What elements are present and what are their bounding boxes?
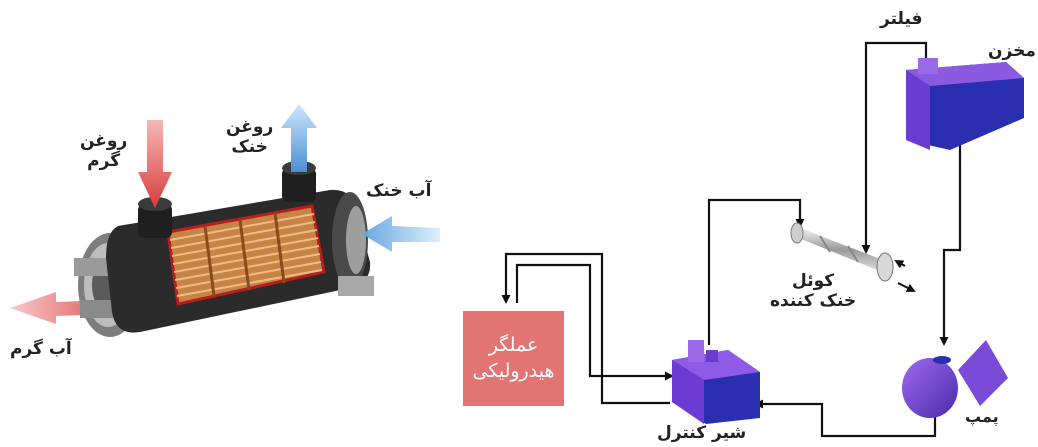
pipe-valve-to-actuator-a xyxy=(501,252,670,405)
cool-oil-nozzle xyxy=(282,168,316,202)
hot-water-arrow xyxy=(10,292,112,324)
pipe-tank-to-pump xyxy=(939,138,962,346)
cooling-coil-label-line2: خنک کننده xyxy=(770,290,857,311)
cool-water-label: آب خنک xyxy=(366,181,432,201)
cooling-coil xyxy=(790,222,894,282)
heat-exchanger-illustration xyxy=(10,104,440,337)
filter-label: فیلتر xyxy=(880,9,923,29)
control-valve-label: شیر کنترل xyxy=(657,423,747,443)
hot-oil-nozzle xyxy=(138,204,172,238)
cool-oil-label-line1: روغن xyxy=(226,117,274,137)
actuator-label-line2: هیدرولیکی xyxy=(472,359,555,382)
pipe-pump-to-valve xyxy=(754,399,937,438)
actuator-label-line1: عملگر xyxy=(488,333,539,356)
hot-oil-label: روغن گرم xyxy=(80,131,128,171)
cool-oil-label-line2: خنک xyxy=(231,136,268,157)
cool-oil-label: روغن خنک xyxy=(226,117,274,157)
cool-oil-arrow xyxy=(281,104,317,172)
pipe-network xyxy=(501,41,962,438)
hot-water-label: آب گرم xyxy=(10,339,72,359)
hot-oil-arrow xyxy=(138,120,172,208)
pump xyxy=(902,340,1008,418)
tank xyxy=(906,58,1024,150)
hydraulic-actuator: عملگر هیدرولیکی xyxy=(463,311,564,406)
pipe-valve-to-coil xyxy=(707,198,805,345)
hot-oil-label-line1: روغن xyxy=(80,131,128,151)
air-flow-arrows xyxy=(894,260,916,292)
tank-label: مخزن xyxy=(988,41,1036,61)
pipe-actuator-to-valve xyxy=(515,263,674,381)
control-valve xyxy=(672,340,760,424)
baffles xyxy=(203,212,286,297)
right-end-cap xyxy=(332,192,374,296)
pipe-tank-to-coil xyxy=(861,41,928,254)
hot-oil-label-line2: گرم xyxy=(87,150,121,171)
cool-water-arrow xyxy=(362,216,440,252)
cooling-coil-label: کوئل خنک کننده xyxy=(770,271,857,311)
pump-label: پمپ xyxy=(965,407,999,426)
cooling-coil-label-line1: کوئل xyxy=(792,271,835,291)
